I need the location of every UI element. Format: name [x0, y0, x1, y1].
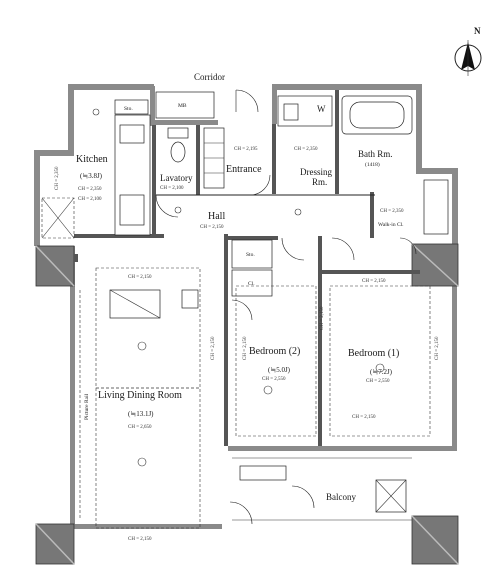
w-label: W: [317, 104, 326, 114]
storage-mid-label: Sto.: [246, 252, 255, 258]
corridor-label: Corridor: [194, 72, 225, 82]
ceiling-height-notes: CH = 2,350 CH = 2,100 CH = 2,100 CH = 2,…: [55, 147, 440, 542]
entrance-label: Entrance: [226, 164, 262, 175]
ch-bath-side: CH = 2,150: [352, 415, 376, 420]
lavatory-label: Lavatory: [160, 173, 193, 183]
ch-bed2-top: CH = 2,150: [320, 306, 325, 330]
living-label: Living Dining Room: [98, 390, 182, 401]
ch-bed1-bottom: CH = 2,150: [435, 336, 440, 360]
doors: [155, 89, 417, 525]
picture-rail-label: Picture Rail: [84, 393, 90, 420]
ch-living-mid: CH = 2,150: [211, 336, 216, 360]
north-arrow: N: [454, 26, 482, 76]
hall-label: Hall: [208, 211, 225, 222]
storage-top-label: Sto.: [124, 106, 133, 112]
room-labels: Corridor MB Sto. Kitchen (≒3.8J) Lavator…: [76, 72, 404, 502]
structural-columns: [35, 243, 459, 565]
ch-living-room: CH = 2,650: [128, 425, 152, 430]
ch-living-top: CH = 2,150: [128, 275, 152, 280]
living-size: (≒13.1J): [128, 410, 154, 418]
mb-label: MB: [178, 103, 187, 109]
ch-bed1-top: CH = 2,150: [362, 279, 386, 284]
walkin-label: Walk-in Cl.: [378, 222, 404, 228]
ch-walkin: CH = 2,350: [380, 209, 404, 214]
bath-label: Bath Rm.: [358, 149, 393, 159]
bedroom2-label: Bedroom (2): [249, 346, 300, 357]
ch-lavatory: CH = 2,100: [160, 186, 184, 191]
ch-dressing: CH = 2,350: [294, 147, 318, 152]
closet-label: Cl.: [248, 281, 255, 287]
ch-bed2-room: CH = 2,550: [262, 377, 286, 382]
ch-bed2-side: CH = 2,150: [243, 336, 248, 360]
ch-left-wall: CH = 2,350: [55, 166, 60, 190]
ch-kitchen-a: CH = 2,350: [78, 187, 102, 192]
ch-living-bottom: CH = 2,150: [128, 537, 152, 542]
ch-hall: CH = 2,150: [200, 225, 224, 230]
interior-walls: [74, 90, 420, 446]
kitchen-size: (≒3.8J): [80, 172, 103, 180]
outer-walls: [34, 84, 458, 529]
bedroom2-size: (≒5.0J): [268, 366, 291, 374]
kitchen-label: Kitchen: [76, 154, 108, 165]
dressing-label: Dressing: [300, 167, 332, 177]
dressing-label-2: Rm.: [312, 177, 327, 187]
bath-size: (1418): [365, 161, 380, 168]
fixtures: [41, 91, 449, 529]
balcony-label: Balcony: [326, 492, 356, 502]
north-label: N: [474, 26, 481, 36]
ch-bed1-room: CH = 2,550: [366, 379, 390, 384]
ch-kitchen-b: CH = 2,100: [78, 197, 102, 202]
ch-entrance: CH = 2,195: [234, 147, 258, 152]
bedroom1-label: Bedroom (1): [348, 348, 399, 359]
bedroom1-size: (≒7.2J): [370, 368, 393, 376]
